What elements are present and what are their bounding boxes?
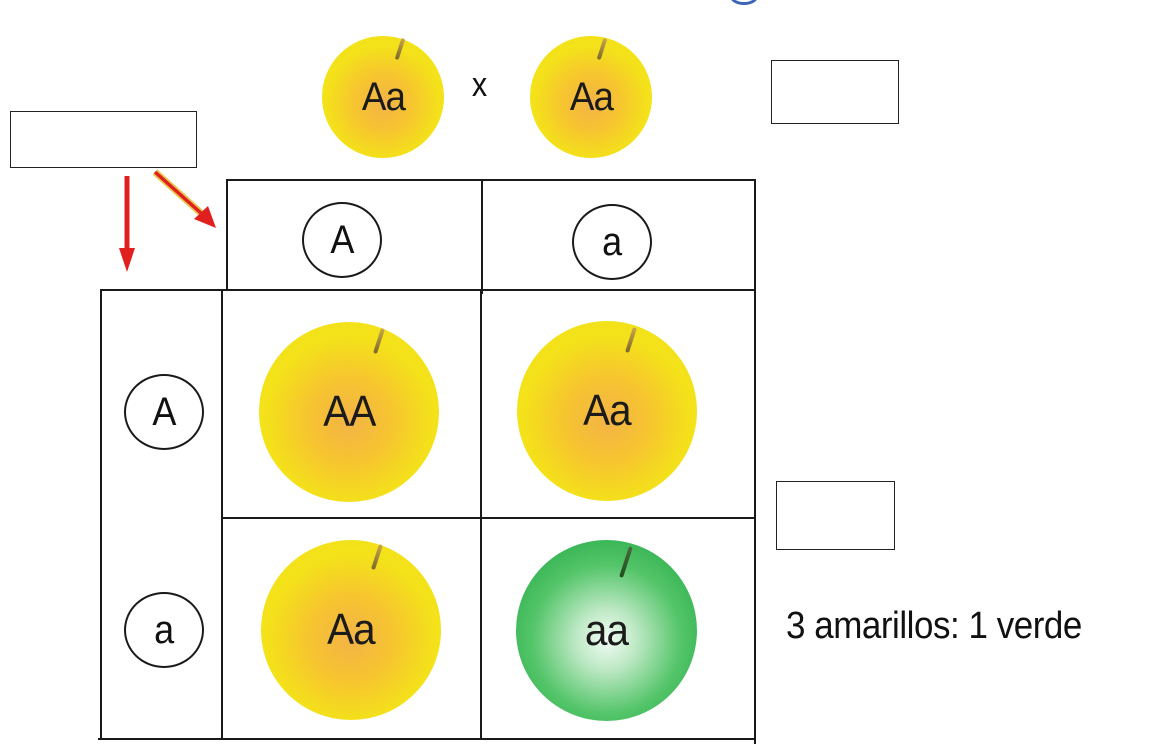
arrows	[119, 169, 216, 272]
blank-box-parents[interactable]	[771, 60, 899, 124]
parent-left-pea: Aa	[322, 36, 444, 158]
pea-stem	[625, 327, 637, 353]
pea-stem	[596, 37, 608, 61]
offspring-pea-Aa-1: Aa	[517, 321, 697, 501]
pea-stem	[619, 546, 633, 578]
offspring-pea-aa: aa	[516, 540, 697, 721]
pea-stem	[371, 544, 383, 570]
grid-line	[481, 180, 483, 294]
offspring-genotype: aa	[584, 605, 629, 655]
grid-line	[101, 289, 756, 291]
grid-line	[100, 289, 102, 740]
grid-line	[226, 179, 756, 181]
grid-line	[480, 289, 482, 740]
grid-line	[221, 289, 223, 740]
arrow-down-icon	[119, 176, 135, 272]
parent-left-genotype: Aa	[361, 74, 405, 119]
pea-stem	[394, 37, 406, 61]
gamete-top-A: A	[302, 202, 382, 278]
offspring-genotype: Aa	[583, 386, 632, 435]
blank-box-gametes[interactable]	[10, 111, 197, 168]
grid-line	[226, 179, 228, 291]
blank-box-offspring[interactable]	[776, 481, 895, 550]
cross-symbol: x	[471, 66, 488, 104]
gamete-left-a: a	[124, 592, 204, 668]
offspring-genotype: Aa	[327, 605, 376, 654]
parent-right-genotype: Aa	[569, 74, 613, 119]
gamete-left-A: A	[124, 374, 204, 450]
grid-line	[222, 517, 756, 519]
top-edge-mark	[730, 0, 758, 5]
grid-line	[98, 738, 756, 740]
pea-stem	[373, 328, 385, 354]
phenotype-ratio: 3 amarillos: 1 verde	[786, 605, 1082, 647]
offspring-pea-AA: AA	[259, 322, 439, 502]
gamete-top-a: a	[572, 204, 652, 280]
offspring-genotype: AA	[322, 387, 376, 436]
parent-right-pea: Aa	[530, 36, 652, 158]
arrow-diagonal-icon	[152, 169, 216, 228]
grid-line	[754, 181, 756, 744]
offspring-pea-Aa-2: Aa	[261, 540, 441, 720]
